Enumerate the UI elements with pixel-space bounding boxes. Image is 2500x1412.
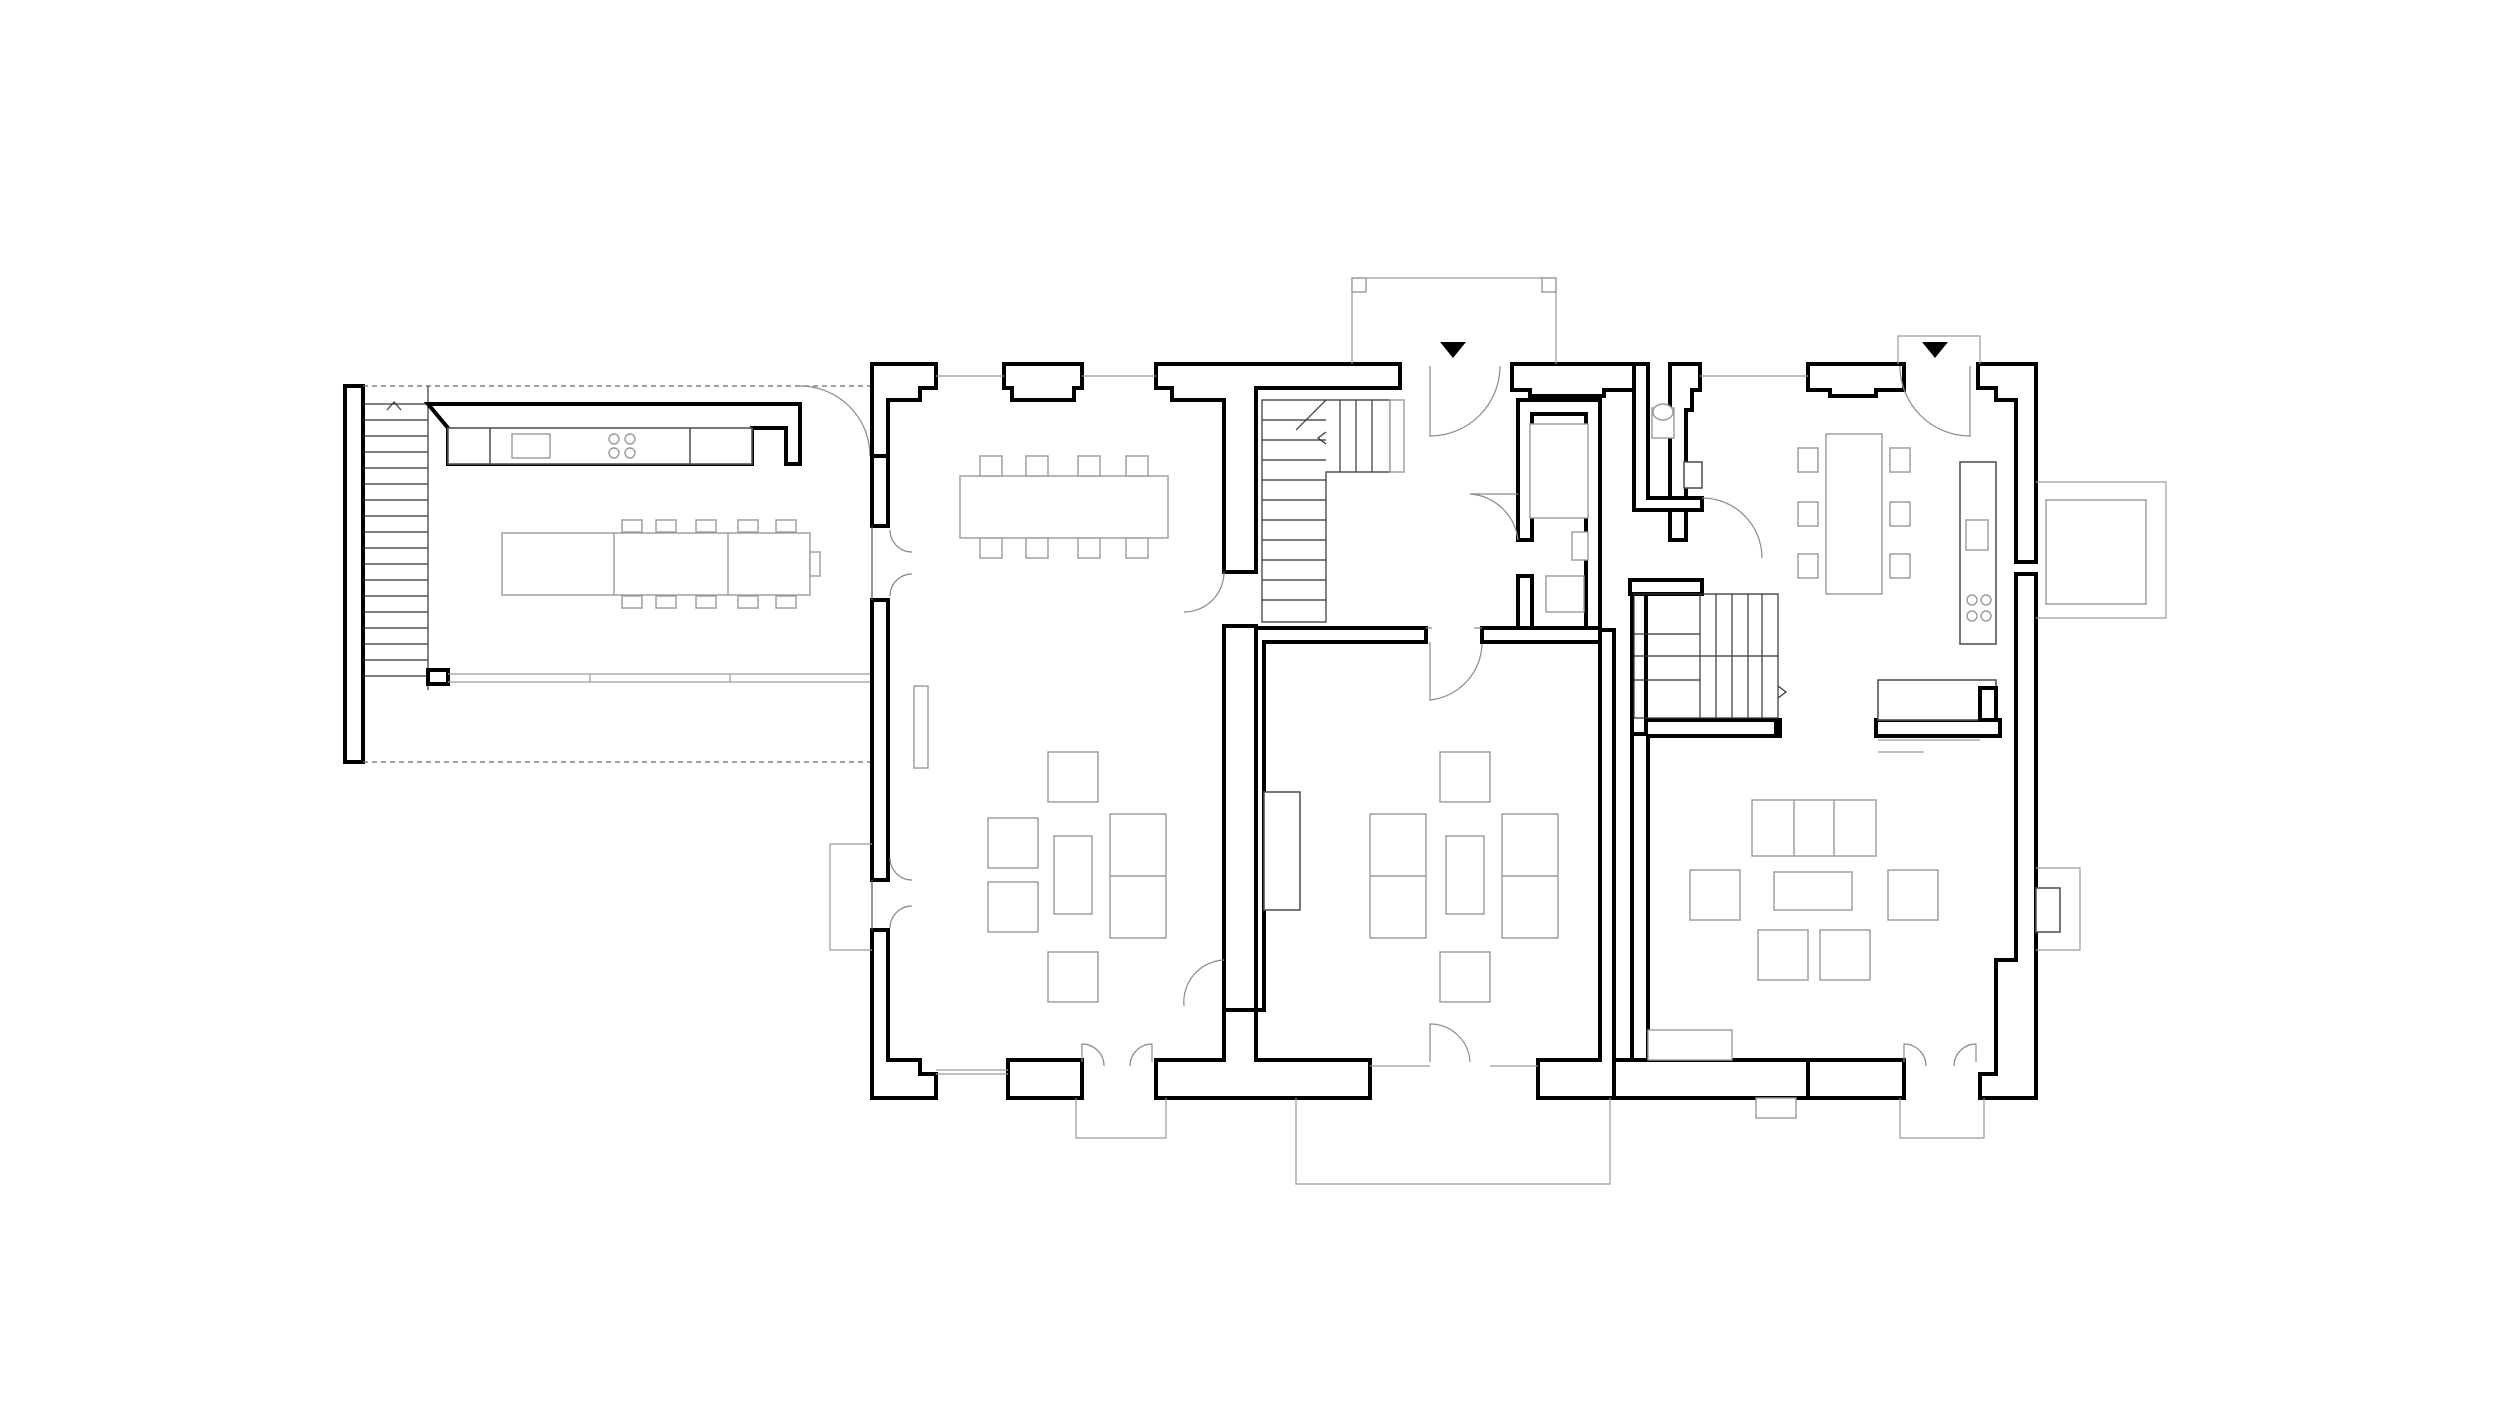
left-bay-step xyxy=(829,843,872,951)
coffee-table xyxy=(1773,871,1853,911)
stair-right-arrow-icon xyxy=(1777,685,1787,699)
top-wall-3 xyxy=(1154,362,1402,574)
right-wall-lower xyxy=(1978,572,2038,1100)
glazed-front xyxy=(448,673,870,683)
bottom-wall-5 xyxy=(1612,1058,1810,1100)
kitchen-counter-right xyxy=(1959,461,1997,645)
dining-room xyxy=(959,455,1225,613)
terrace-side-wall xyxy=(343,384,365,764)
top-wall-5 xyxy=(1668,362,1702,542)
armchair xyxy=(1439,951,1491,1003)
bottom-wall-6 xyxy=(1806,1058,1906,1100)
armchair xyxy=(1439,751,1491,803)
armchair xyxy=(987,817,1039,869)
hall-wall-right xyxy=(1480,626,1602,644)
stair-main xyxy=(1261,399,1405,623)
left-wall-radiator xyxy=(913,685,929,769)
wc-box xyxy=(1529,423,1589,519)
top-wall-7 xyxy=(1976,362,2038,564)
kitchen-counter xyxy=(447,427,753,465)
hob-icon-right xyxy=(1966,594,1978,606)
armchair xyxy=(1757,929,1809,981)
fireplace xyxy=(1263,791,1301,911)
right-garden-door xyxy=(1903,1043,1977,1067)
left-wall-mid xyxy=(870,598,890,882)
armchair xyxy=(987,881,1039,933)
living-room-left xyxy=(936,375,1301,1075)
terrace-pavilion xyxy=(343,384,871,764)
left-wall-upper xyxy=(870,454,890,528)
top-wall-6 xyxy=(1806,362,1906,398)
armchair xyxy=(1047,951,1099,1003)
top-wall-2 xyxy=(1002,362,1084,402)
rear-porch xyxy=(1295,1098,1611,1185)
right-room-wall-top xyxy=(1774,718,1782,738)
wc-block-lower xyxy=(1516,574,1534,630)
sofa xyxy=(1751,799,1877,857)
stove xyxy=(2035,887,2061,933)
kitchen-lower-wall xyxy=(1874,718,2002,738)
front-door-swing xyxy=(1429,365,1501,437)
center-door-swing xyxy=(1429,642,1483,701)
stair-right xyxy=(1633,593,1787,719)
right-kitchen-annex xyxy=(2036,481,2167,619)
wc-door-swing xyxy=(1469,493,1519,541)
bottom-wall-1 xyxy=(870,928,938,1100)
porch-outline xyxy=(1351,277,1557,364)
left-garden-door-top xyxy=(889,529,913,597)
terrace-door-swing xyxy=(799,385,871,457)
dining-table xyxy=(959,475,1169,539)
left-garden-door-low xyxy=(889,857,913,929)
living-room-center xyxy=(1369,627,1559,1067)
entrance-marker-icon-right xyxy=(1922,342,1948,358)
right-front-door-swing xyxy=(1899,365,1971,437)
armchair xyxy=(1047,751,1099,803)
bottom-wall-3 xyxy=(1154,1008,1372,1100)
stair-up-arrow-icon xyxy=(386,401,402,411)
central-wall-left xyxy=(1222,624,1258,1012)
right-living-room xyxy=(1689,799,2081,1067)
right-porch-step xyxy=(1897,335,1981,364)
front-porch xyxy=(1075,277,1985,1185)
rear-step-left xyxy=(1075,1098,1167,1139)
wc-block xyxy=(1516,398,1602,630)
top-wall-4 xyxy=(1510,362,1640,398)
entrance-marker-icon xyxy=(1440,342,1466,358)
stair-arrow-icon xyxy=(1317,431,1327,445)
right-hall-bench xyxy=(1647,1029,1733,1061)
right-kitchen-dining xyxy=(1632,362,2167,753)
bottom-wall-2 xyxy=(1006,1058,1084,1100)
right-dining-table xyxy=(1825,433,1883,595)
armchair xyxy=(1887,869,1939,921)
right-divider-wall2 xyxy=(1628,578,1704,596)
armchair xyxy=(1689,869,1741,921)
coffee-table xyxy=(1445,835,1485,915)
left-bottom-garden-door xyxy=(1081,1043,1153,1067)
rear-light xyxy=(1755,1097,1797,1119)
coffee-table xyxy=(1053,835,1093,915)
sink-icon xyxy=(511,433,551,459)
armchair xyxy=(1819,929,1871,981)
hob-icon xyxy=(608,433,620,445)
terrace-long-table xyxy=(501,532,811,596)
interior-walls xyxy=(1222,398,2002,1062)
rear-step-right xyxy=(1899,1098,1985,1139)
terrace-post xyxy=(426,668,450,686)
terrace-steps xyxy=(363,386,429,690)
